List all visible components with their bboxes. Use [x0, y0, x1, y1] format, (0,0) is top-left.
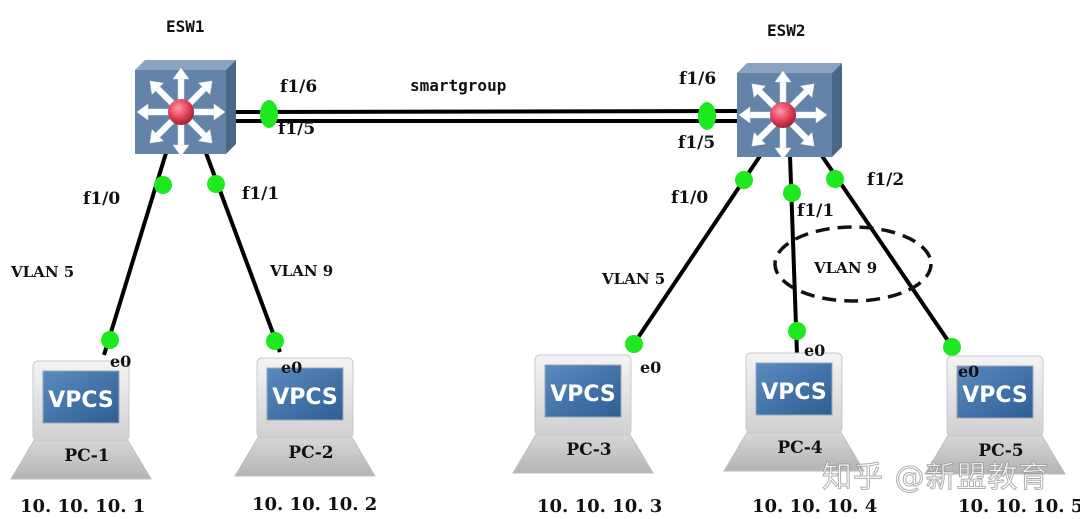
pc-ip-label: 10. 10. 10. 3 — [537, 496, 662, 517]
pc-port-label: e0 — [958, 362, 979, 381]
port-dot-pc2-e0 — [266, 332, 284, 350]
pc-node[interactable]: VPCS PC-1 — [10, 360, 152, 480]
port-label-esw2-f1-0: f1/0 — [671, 188, 708, 208]
port-label-esw2-f1-5: f1/5 — [678, 133, 715, 153]
port-dot-pc5-e0 — [943, 338, 961, 356]
multilayer-switch-icon — [135, 60, 236, 156]
port-dot-esw1-trunk — [260, 100, 278, 128]
port-indicators — [101, 100, 961, 356]
switch-esw2[interactable] — [737, 63, 842, 159]
vlan-label-esw2-group: VLAN 9 — [813, 259, 877, 277]
pc-port-label: e0 — [640, 358, 661, 377]
vlan-label-esw1-right: VLAN 9 — [269, 262, 333, 280]
pc-node[interactable]: VPCS PC-3 — [512, 354, 654, 474]
pc-name-label: PC-3 — [566, 440, 611, 460]
watermark: 知乎 @新盟教育 — [822, 460, 1050, 496]
port-dot-pc4-e0 — [788, 322, 806, 340]
port-dot-esw2-f1-1 — [783, 184, 801, 202]
pc-node[interactable]: VPCS PC-2 — [234, 357, 376, 477]
port-label-esw2-f1-2: f1/2 — [867, 170, 904, 190]
trunk-label: smartgroup — [410, 76, 506, 95]
pc-node[interactable]: VPCS PC-4 — [723, 352, 865, 472]
pc-ip-label: 10. 10. 10. 1 — [20, 496, 145, 517]
port-dot-pc1-e0 — [101, 331, 119, 349]
vlan-label-esw2-left: VLAN 5 — [601, 270, 665, 288]
switch-esw1[interactable] — [135, 60, 236, 156]
port-label-esw1-f1-6: f1/6 — [280, 77, 317, 97]
link-esw2-pc3[interactable] — [631, 154, 762, 347]
vpcs-computer-icon — [924, 355, 1066, 475]
port-dot-esw2-trunk — [698, 102, 716, 130]
vpcs-computer-icon — [512, 354, 654, 474]
port-label-esw2-f1-1: f1/1 — [797, 201, 834, 221]
pc-ip-label: 10. 10. 10. 2 — [252, 494, 377, 515]
multilayer-switch-icon — [737, 63, 842, 159]
port-label-esw1-f1-0: f1/0 — [83, 189, 120, 209]
pc-screen-text: VPCS — [962, 383, 1028, 408]
port-dot-pc3-e0 — [625, 335, 643, 353]
port-dot-esw2-f1-2 — [826, 170, 844, 188]
port-label-esw2-f1-6: f1/6 — [679, 69, 716, 89]
port-label-esw1-f1-5: f1/5 — [278, 119, 315, 139]
pc-name-label: PC-5 — [978, 441, 1023, 461]
pc-node[interactable]: VPCS PC-5 — [924, 355, 1066, 475]
pc-screen-text: VPCS — [550, 382, 616, 407]
pc-name-label: PC-1 — [64, 446, 109, 466]
pc-name-label: PC-2 — [288, 443, 333, 463]
pc-ip-label: 10. 10. 10. 5 — [958, 496, 1080, 517]
port-label-esw1-f1-1: f1/1 — [242, 184, 279, 204]
vlan9-group-ellipse — [773, 225, 933, 303]
pc-port-label: e0 — [110, 352, 131, 371]
vpcs-computer-icon — [234, 357, 376, 477]
pc-ip-label: 10. 10. 10. 4 — [752, 496, 877, 517]
vpcs-computer-icon — [723, 352, 865, 472]
link-esw2-pc5[interactable] — [820, 154, 955, 350]
trunk-link-f1-6[interactable] — [235, 109, 739, 114]
pc-screen-text: VPCS — [48, 388, 114, 413]
port-dot-esw1-f1-1 — [207, 175, 225, 193]
switch-label-esw2: ESW2 — [767, 21, 806, 40]
pc-name-label: PC-4 — [777, 438, 822, 458]
vpcs-computer-icon — [10, 360, 152, 480]
port-dot-esw2-f1-0 — [735, 171, 753, 189]
port-dot-esw1-f1-0 — [154, 176, 172, 194]
pc-port-label: e0 — [281, 358, 302, 377]
pc-screen-text: VPCS — [761, 380, 827, 405]
vlan-label-esw1-left: VLAN 5 — [10, 263, 74, 281]
pc-screen-text: VPCS — [272, 385, 338, 410]
pc-port-label: e0 — [804, 341, 825, 360]
pcs-layer: VPCS PC-1 e0 10. 10. 10. 1 VPCS PC-2 e0 10. 10.… — [10, 341, 1080, 517]
switch-label-esw1: ESW1 — [166, 17, 205, 36]
